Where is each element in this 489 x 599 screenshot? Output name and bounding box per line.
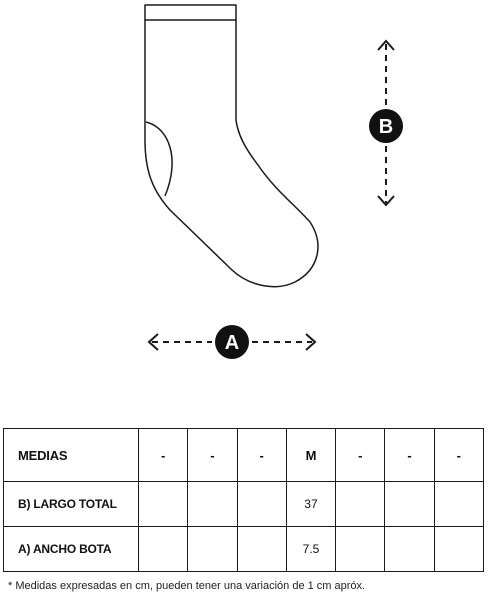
- size-column-header: -: [335, 428, 386, 482]
- sock-diagram: B A: [144, 4, 403, 359]
- size-column-header: -: [236, 428, 287, 482]
- table-cell: 37: [285, 481, 337, 527]
- table-header-row: MEDIAS - - - M - - -: [3, 428, 485, 482]
- size-column-header: -: [384, 428, 435, 482]
- sock-heel: [145, 121, 173, 197]
- table-cell: [137, 526, 189, 572]
- table-cell: [335, 526, 386, 572]
- table-cell: [335, 481, 386, 527]
- table-row: A) ANCHO BOTA 7.5: [3, 526, 485, 572]
- size-table: MEDIAS - - - M - - - B) LARGO TOTAL 37 A…: [3, 428, 485, 572]
- table-cell: [187, 481, 238, 527]
- dimension-b: B: [369, 39, 403, 207]
- arrow-left-icon: [147, 333, 159, 351]
- table-cell: [433, 526, 485, 572]
- table-header-label: MEDIAS: [3, 428, 139, 482]
- size-column-header: -: [187, 428, 238, 482]
- dimension-b-label: B: [379, 116, 393, 138]
- row-label: A) ANCHO BOTA: [3, 526, 139, 572]
- sock-cuff: [144, 4, 237, 21]
- dimension-a-label: A: [225, 332, 239, 354]
- dimension-a: A: [147, 325, 317, 359]
- row-label: B) LARGO TOTAL: [3, 481, 139, 527]
- table-cell: [236, 526, 287, 572]
- table-cell: [236, 481, 287, 527]
- sock-illustration: [144, 4, 319, 288]
- table-cell: [433, 481, 485, 527]
- size-column-header: M: [285, 428, 337, 482]
- size-column-header: -: [433, 428, 485, 482]
- footnote: * Medidas expresadas en cm, pueden tener…: [8, 580, 366, 592]
- table-cell: [384, 481, 435, 527]
- arrow-down-icon: [377, 195, 395, 207]
- table-cell: [384, 526, 435, 572]
- table-cell: [137, 481, 189, 527]
- arrow-right-icon: [305, 333, 317, 351]
- sock-body: [144, 20, 319, 288]
- size-column-header: -: [137, 428, 189, 482]
- arrow-up-icon: [377, 39, 395, 51]
- table-cell: [187, 526, 238, 572]
- table-row: B) LARGO TOTAL 37: [3, 481, 485, 527]
- table-cell: 7.5: [285, 526, 337, 572]
